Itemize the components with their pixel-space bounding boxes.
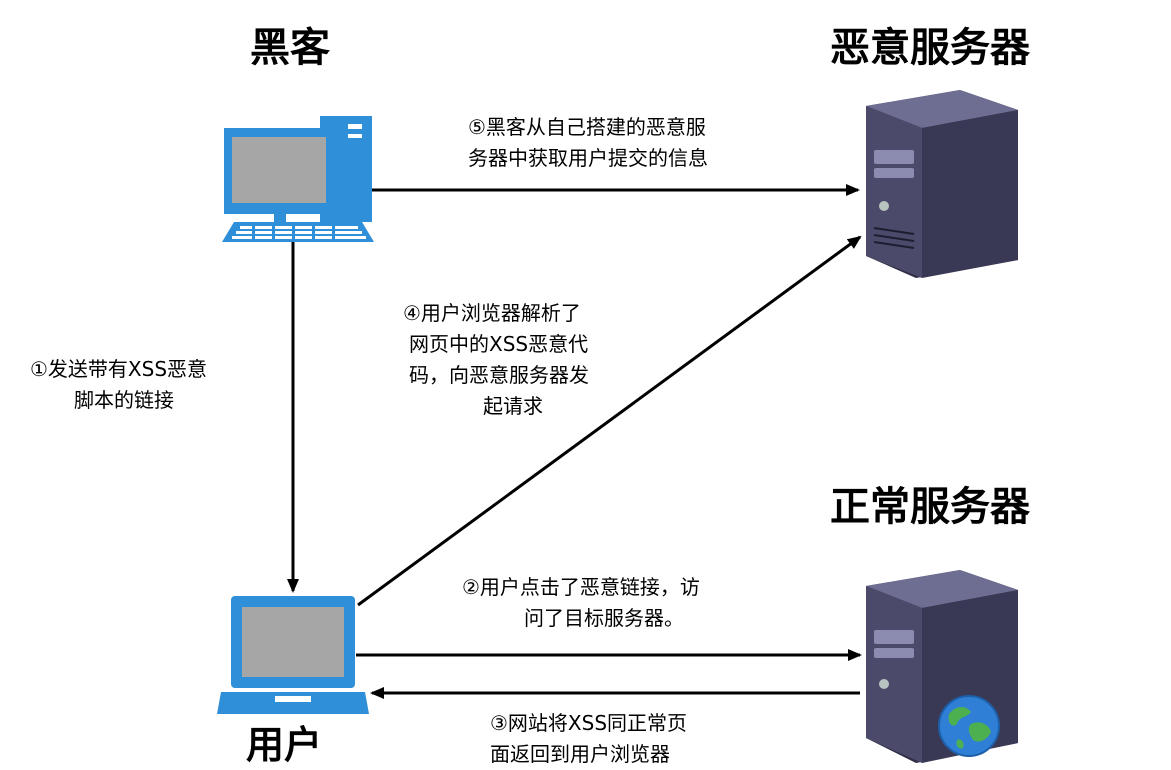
globe-icon — [938, 695, 1000, 757]
step4-line2: 网页中的XSS恶意代 — [409, 332, 589, 356]
step5-line1: ⑤黑客从自己搭建的恶意服 — [468, 115, 706, 139]
step1-label: ①发送带有XSS恶意 脚本的链接 — [30, 354, 207, 416]
step5-line2: 务器中获取用户提交的信息 — [468, 146, 708, 170]
step3-line1: ③网站将XSS同正常页 — [490, 711, 688, 735]
laptop-icon — [217, 596, 369, 714]
user-title: 用户 — [246, 723, 323, 767]
step3-label: ③网站将XSS同正常页 面返回到用户浏览器 — [490, 708, 687, 770]
step5-label: ⑤黑客从自己搭建的恶意服 务器中获取用户提交的信息 — [468, 112, 708, 174]
normal-server-title: 正常服务器 — [830, 484, 1030, 530]
malicious-server-title: 恶意服务器 — [830, 25, 1030, 71]
arrow-step4 — [357, 235, 862, 607]
tower-server-icon — [866, 90, 1018, 278]
step4-label: ④用户浏览器解析了 网页中的XSS恶意代 码，向恶意服务器发 起请求 — [403, 298, 589, 422]
step3-line2: 面返回到用户浏览器 — [490, 742, 670, 766]
step2-line2: 问了目标服务器。 — [524, 606, 684, 630]
step1-line2: 脚本的链接 — [74, 388, 174, 412]
step1-line1: ①发送带有XSS恶意 — [30, 357, 208, 381]
step4-line1: ④用户浏览器解析了 — [403, 301, 581, 325]
desktop-computer-icon — [222, 116, 374, 242]
step2-line1: ②用户点击了恶意链接，访 — [462, 575, 700, 599]
step2-label: ②用户点击了恶意链接，访 问了目标服务器。 — [462, 572, 700, 634]
hacker-title: 黑客 — [250, 25, 330, 71]
step4-line3: 码，向恶意服务器发 — [409, 363, 589, 387]
step4-line4: 起请求 — [483, 394, 543, 418]
